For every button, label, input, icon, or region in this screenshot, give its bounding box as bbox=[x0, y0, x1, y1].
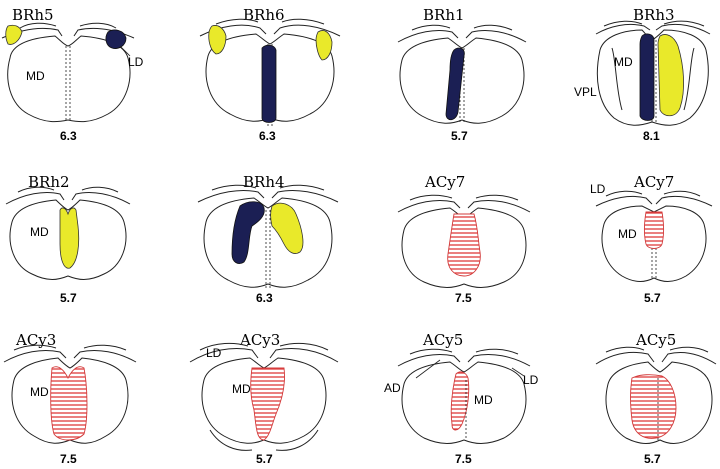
ventricle-outline bbox=[397, 194, 531, 213]
label-md: MD bbox=[26, 69, 45, 83]
label-ad: AD bbox=[384, 381, 401, 395]
lesion-yellow bbox=[315, 30, 333, 61]
ventricle-outline bbox=[3, 344, 137, 363]
internal-outline bbox=[611, 47, 695, 111]
lesion-hatched bbox=[630, 374, 677, 439]
leader-line bbox=[415, 359, 441, 379]
lesion-hatched bbox=[447, 213, 481, 277]
label-md: MD bbox=[232, 382, 251, 396]
thalamus-outline bbox=[203, 197, 333, 288]
label-md: MD bbox=[614, 55, 633, 69]
leader-line bbox=[119, 45, 131, 57]
lesion-hatched bbox=[50, 366, 88, 441]
panel-title: ACy5 bbox=[422, 331, 463, 349]
lesion-dark bbox=[231, 201, 265, 264]
panel-title: BRh1 bbox=[423, 6, 465, 24]
leader-line bbox=[511, 367, 525, 377]
thalamus-outline bbox=[601, 205, 707, 282]
panel-title: ACy3 bbox=[15, 331, 56, 349]
ventricle-outline bbox=[595, 346, 717, 365]
thalamus-outline bbox=[7, 35, 131, 123]
thalamus-outline bbox=[399, 37, 525, 124]
panel-brh3: BRh3 MD VPL 8.1 bbox=[574, 6, 711, 143]
ventricle-outline bbox=[595, 190, 713, 207]
panel-title: ACy5 bbox=[635, 331, 676, 349]
thalamus-outline bbox=[605, 361, 713, 444]
panel-brh4: BRh4 6.3 bbox=[197, 173, 339, 305]
thalamus-outline bbox=[401, 361, 527, 444]
ventricle-outline bbox=[197, 184, 339, 203]
lesion-dark bbox=[261, 44, 277, 123]
panel-acy5-a: ACy5 AD MD LD 7.5 bbox=[384, 331, 539, 466]
thalamus-outline bbox=[201, 357, 327, 444]
lesion-yellow bbox=[59, 207, 80, 269]
ventricle-outline bbox=[1, 22, 135, 39]
basal-outline bbox=[209, 429, 319, 451]
panel-acy3-b: ACy3 LD MD 5.7 bbox=[189, 331, 339, 466]
section-number: 5.7 bbox=[256, 452, 273, 466]
label-md: MD bbox=[30, 385, 49, 399]
section-number: 5.7 bbox=[644, 291, 661, 305]
section-number: 6.3 bbox=[60, 129, 77, 143]
lesion-hatched bbox=[644, 211, 664, 249]
section-number: 7.5 bbox=[60, 452, 77, 466]
section-number: 7.5 bbox=[455, 452, 472, 466]
lesion-dark bbox=[445, 47, 465, 121]
lesion-yellow bbox=[657, 34, 684, 117]
lesion-yellow bbox=[208, 25, 227, 55]
lesion-hatched bbox=[250, 367, 285, 441]
lesion-hatched bbox=[450, 371, 470, 431]
section-number: 6.3 bbox=[259, 129, 276, 143]
panel-brh1: BRh1 5.7 bbox=[397, 6, 527, 143]
panel-brh5: BRh5 MD LD 6.3 bbox=[1, 6, 144, 143]
panel-acy5-b: ACy5 5.7 bbox=[595, 331, 717, 466]
section-number: 5.7 bbox=[451, 129, 468, 143]
panel-title: ACy7 bbox=[424, 173, 465, 191]
panel-acy7-a: ACy7 7.5 bbox=[397, 173, 531, 305]
thalamus-outline bbox=[205, 33, 335, 122]
panel-acy3-a: ACy3 MD 7.5 bbox=[3, 331, 137, 466]
label-ld: LD bbox=[206, 346, 222, 360]
lesion-dark bbox=[105, 29, 127, 49]
label-md: MD bbox=[30, 225, 49, 239]
ventricle-outline bbox=[199, 18, 341, 37]
label-ld: LD bbox=[128, 55, 144, 69]
section-number: 5.7 bbox=[644, 452, 661, 466]
section-number: 8.1 bbox=[643, 129, 660, 143]
panel-title: BRh5 bbox=[12, 6, 54, 24]
ventricle-outline bbox=[595, 20, 711, 35]
thalamus-outline bbox=[401, 207, 527, 288]
panel-title: ACy3 bbox=[239, 331, 280, 349]
ventricle-outline bbox=[5, 186, 131, 205]
section-number: 6.3 bbox=[256, 291, 273, 305]
label-ld: LD bbox=[523, 373, 539, 387]
section-number: 5.7 bbox=[60, 291, 77, 305]
label-vpl: VPL bbox=[574, 85, 597, 99]
section-number: 7.5 bbox=[455, 291, 472, 305]
label-md: MD bbox=[618, 227, 637, 241]
panel-title: ACy7 bbox=[633, 173, 674, 191]
panel-acy7-b: ACy7 LD MD 5.7 bbox=[590, 173, 713, 305]
panel-brh2: BRh2 MD 5.7 bbox=[5, 173, 131, 305]
panel-brh6: BRh6 6.3 bbox=[199, 6, 341, 143]
thalamus-outline bbox=[9, 199, 127, 280]
lesion-yellow bbox=[5, 24, 23, 45]
ventricle-outline bbox=[397, 24, 527, 43]
panel-title: BRh2 bbox=[28, 173, 70, 191]
panel-title: BRh3 bbox=[633, 6, 675, 24]
label-ld: LD bbox=[590, 182, 606, 196]
ventricle-outline bbox=[397, 348, 531, 367]
panel-title: BRh6 bbox=[243, 6, 285, 24]
thalamus-outline bbox=[11, 357, 129, 444]
lesion-dark bbox=[639, 33, 655, 121]
lesion-yellow bbox=[270, 202, 304, 254]
ventricle-outline bbox=[189, 342, 339, 363]
label-md: MD bbox=[474, 393, 493, 407]
panel-title: BRh4 bbox=[243, 173, 285, 191]
